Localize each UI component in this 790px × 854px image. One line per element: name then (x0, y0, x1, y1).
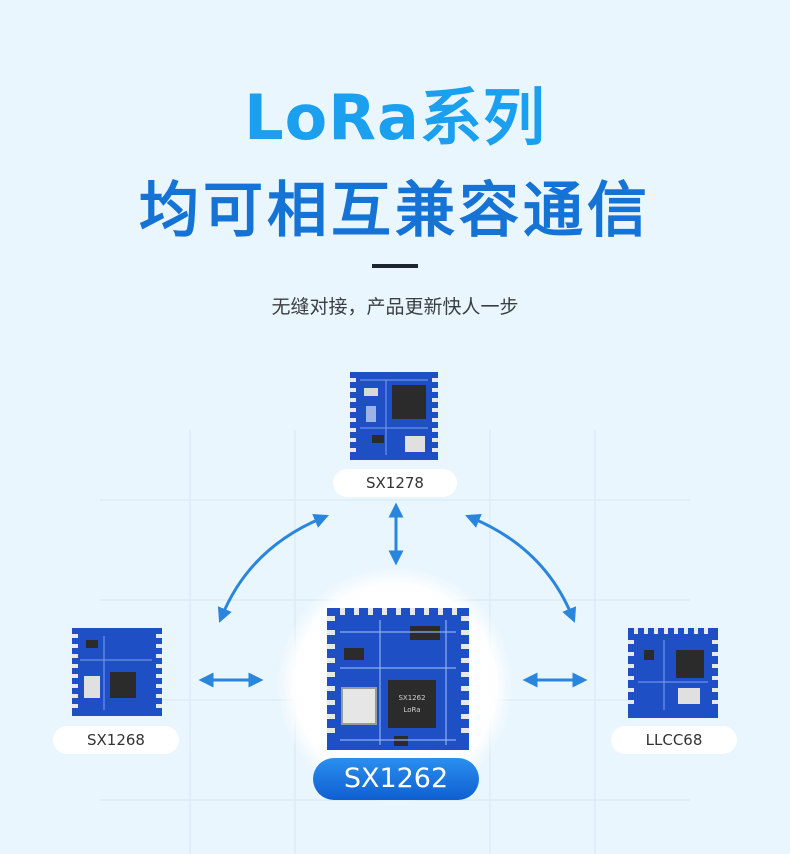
headline: 均可相互兼容通信 (139, 176, 651, 246)
chip-marking-brand: LoRa (403, 706, 420, 714)
chip-marking-model: SX1262 (398, 694, 425, 702)
subtitle: 无缝对接，产品更新快人一步 (271, 296, 519, 318)
label-sx1268: SX1268 (53, 726, 179, 754)
label-llcc68: LLCC68 (611, 726, 737, 754)
divider (372, 264, 418, 268)
center-chip (388, 680, 436, 728)
label-sx1262: SX1262 (313, 758, 479, 800)
series-title: LoRa系列 (244, 81, 546, 154)
module-sx1278-board (350, 372, 438, 460)
module-llcc68-board (628, 628, 718, 718)
module-sx1262-board: SX1262 LoRa (327, 608, 469, 750)
double-headed-arrow-icon (198, 502, 588, 688)
label-sx1278: SX1278 (333, 469, 457, 497)
module-sx1268-board (72, 628, 162, 716)
